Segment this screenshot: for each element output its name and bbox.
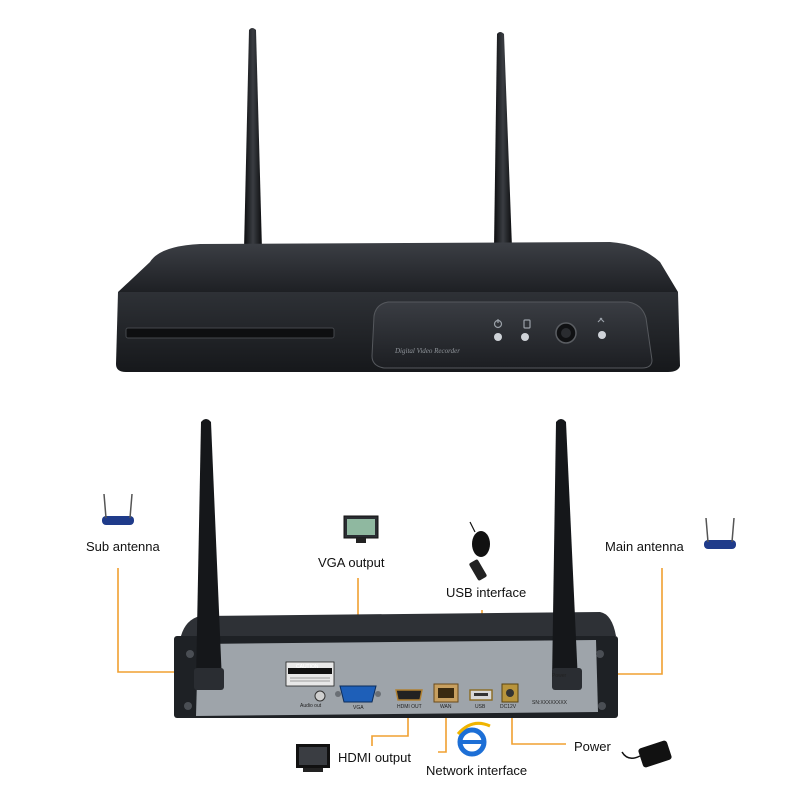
rear-top-surface	[180, 612, 616, 640]
power-adapter-icon	[621, 740, 672, 768]
audio-out-jack	[314, 690, 326, 702]
router-icon-right	[704, 517, 736, 549]
port-label-wan: WAN	[440, 704, 452, 710]
front-top-surface	[118, 242, 678, 292]
callout-network-interface: Network interface	[426, 763, 528, 778]
ie-browser-icon	[456, 721, 491, 757]
port-label-usb: USB	[475, 704, 486, 710]
port-label-dc: DC12V	[500, 704, 517, 710]
rear-left-antenna	[194, 419, 224, 690]
front-right-antenna	[494, 32, 512, 248]
vga-port	[335, 685, 381, 703]
callout-main-antenna: Main antenna	[605, 539, 684, 554]
front-left-antenna	[244, 28, 262, 250]
caution-label	[285, 661, 335, 687]
callout-vga-output: VGA output	[318, 555, 385, 570]
caution-text: CAUTION	[296, 664, 319, 670]
front-branding-text: Digital Video Recorder	[395, 347, 460, 355]
front-left-slot	[125, 327, 335, 339]
rear-screws	[184, 650, 606, 710]
callout-power: Power	[574, 739, 611, 754]
callout-usb-interface: USB interface	[446, 585, 527, 600]
rear-serial: SN:XXXXXXXX	[532, 700, 568, 706]
monitor-icon-hdmi	[296, 744, 330, 772]
port-label-vga: VGA	[353, 705, 364, 711]
front-panel-icons	[493, 317, 605, 329]
rear-view-device	[102, 419, 736, 772]
front-display-panel	[371, 301, 653, 369]
front-view-device	[116, 28, 680, 372]
port-label-audio-out: Audio out	[300, 703, 322, 709]
front-ir-receiver	[555, 322, 577, 344]
router-icon-left	[102, 493, 134, 525]
rear-right-antenna	[552, 419, 582, 690]
callout-sub-antenna: Sub antenna	[86, 539, 160, 554]
port-label-power: Power	[552, 673, 567, 679]
port-label-hdmi: HDMI OUT	[397, 704, 422, 710]
rear-plate	[196, 640, 598, 716]
hdmi-port	[395, 689, 423, 701]
usb-stick-icon	[469, 559, 487, 581]
callout-hdmi-output: HDMI output	[338, 750, 411, 765]
mouse-icon	[469, 521, 490, 557]
front-indicator-leds	[494, 331, 606, 341]
monitor-icon-vga	[343, 515, 379, 543]
